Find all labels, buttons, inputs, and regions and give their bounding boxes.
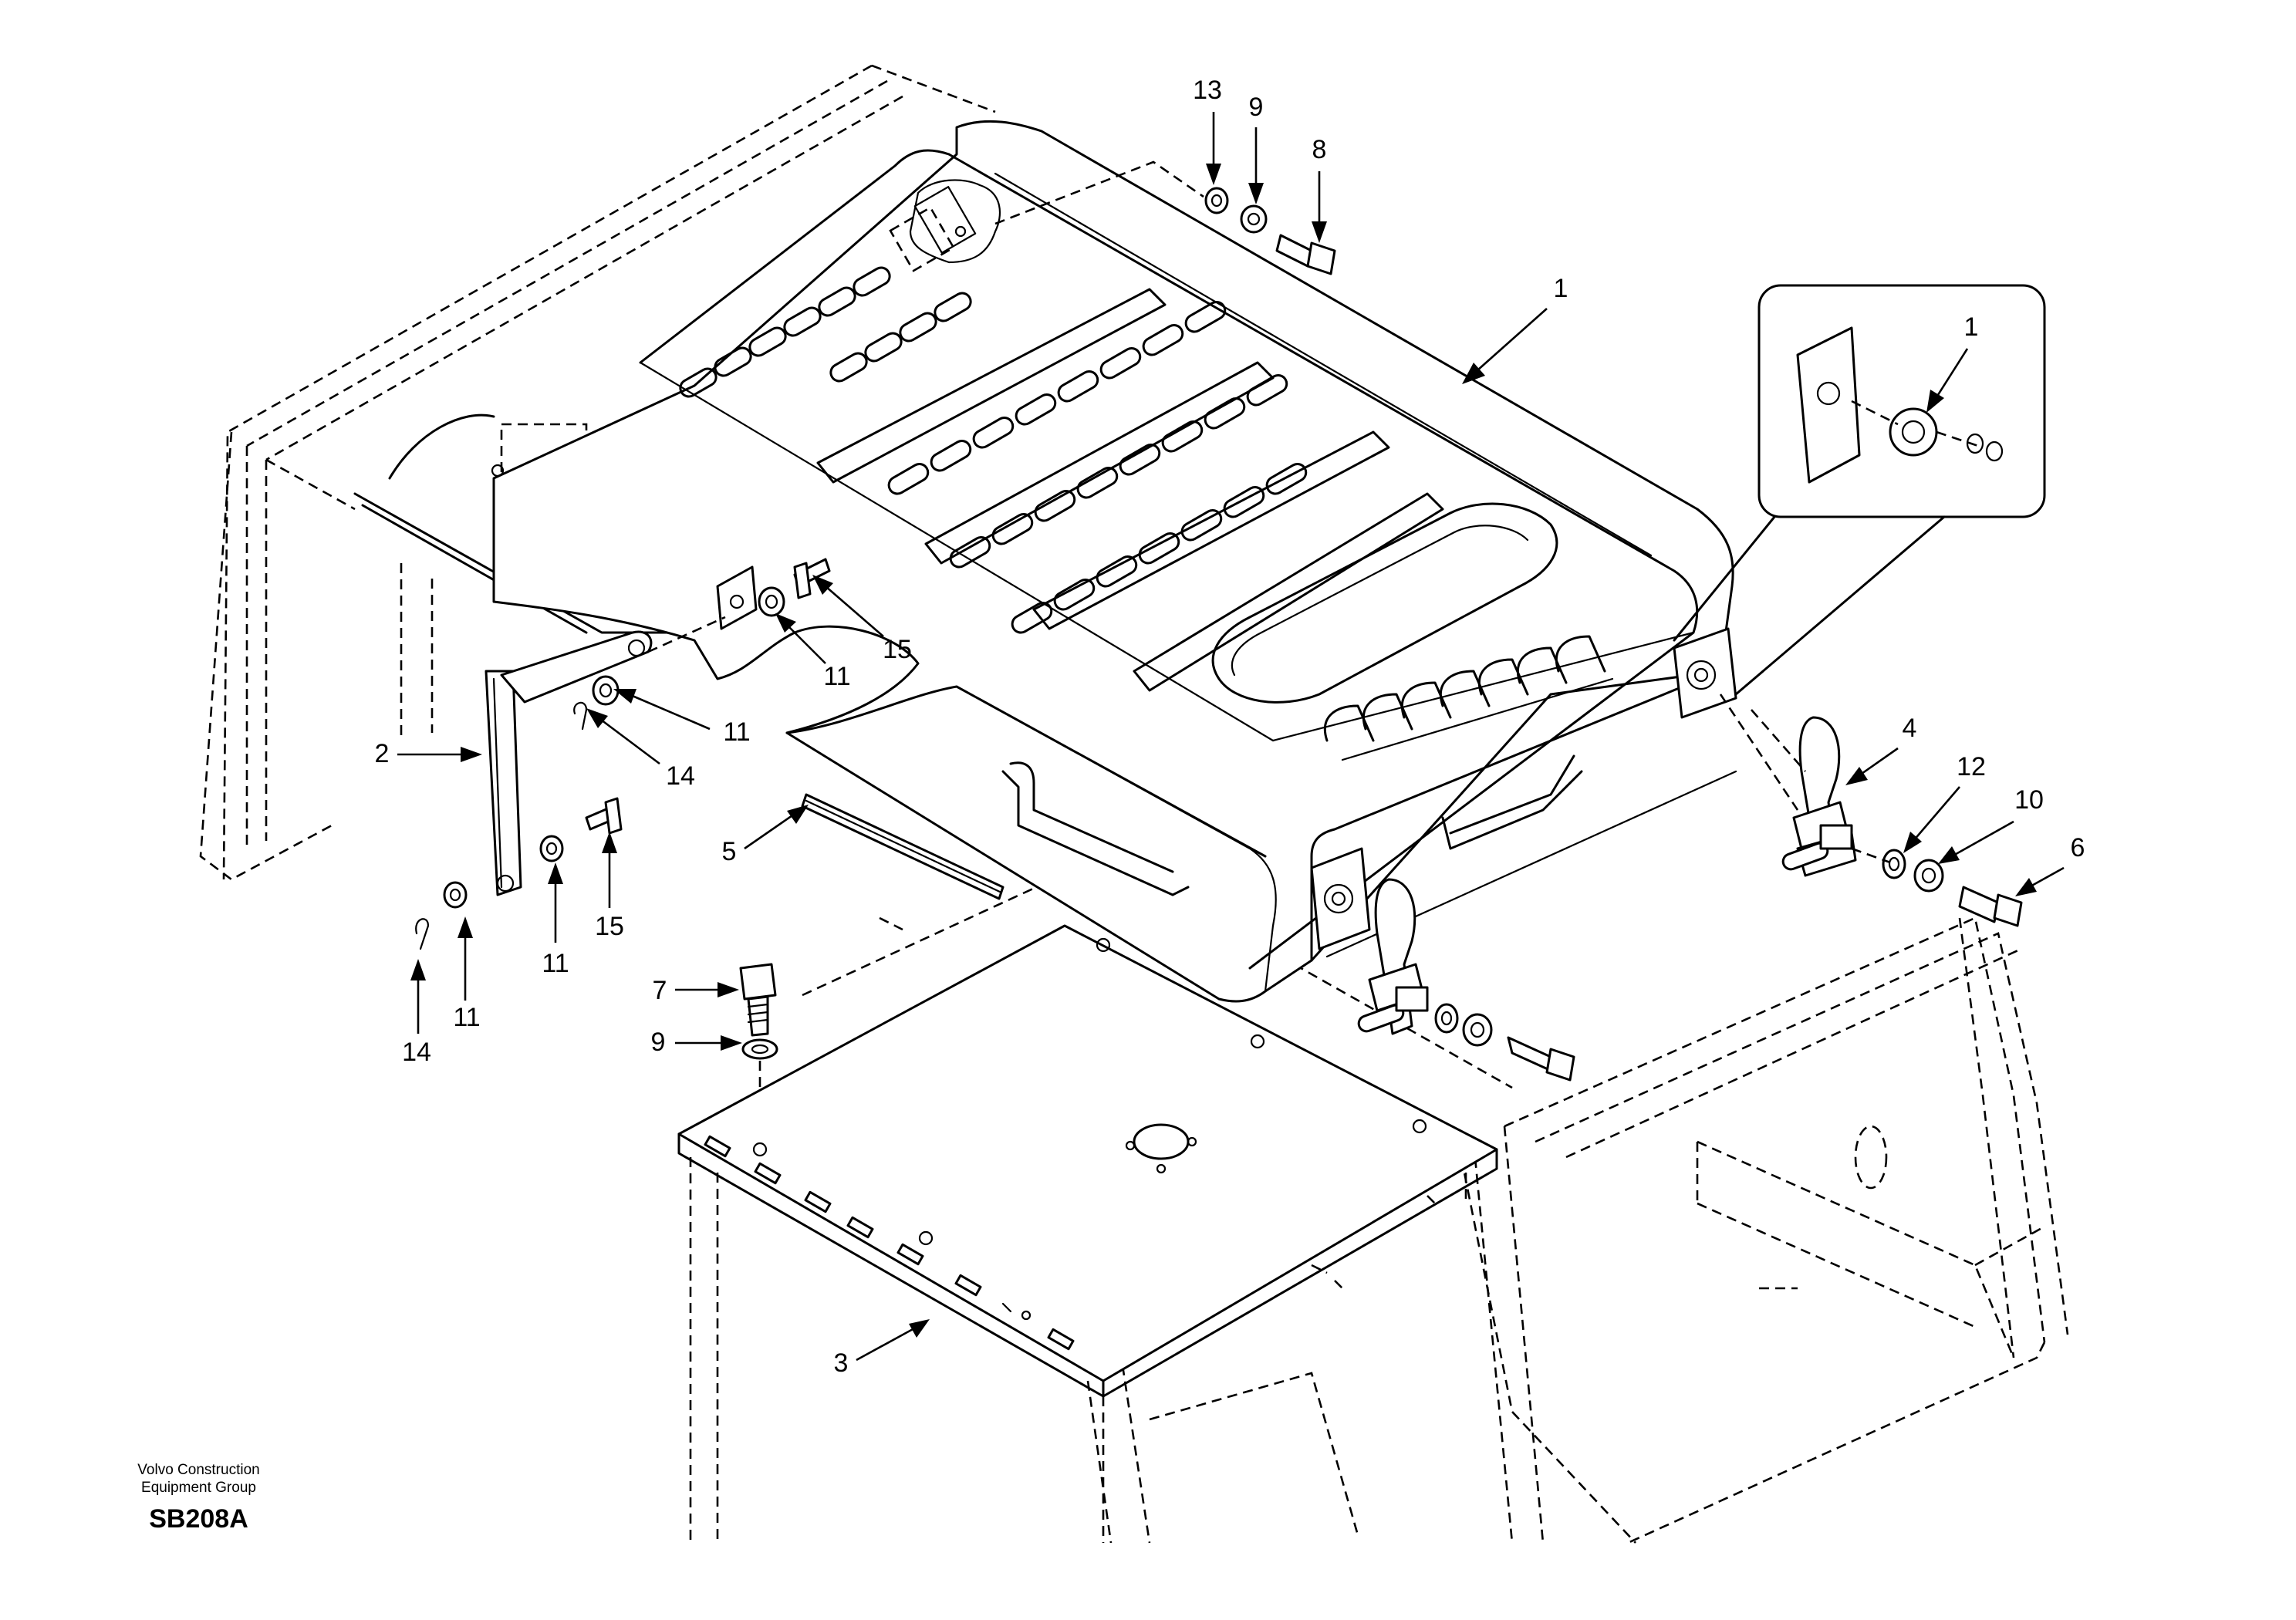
- right-hinge-fasteners: [1851, 847, 2023, 927]
- hood-stay: [485, 565, 758, 896]
- support-table: [677, 924, 1498, 1543]
- callout-label-11-bottom: 11: [453, 1003, 480, 1032]
- callout-label-4: 4: [1903, 714, 1917, 743]
- callouts: 13 9 8 1 1 2 11 15 11 14: [375, 76, 2085, 1378]
- top-fasteners: [994, 160, 1336, 275]
- callout-label-9-lower: 9: [651, 1028, 666, 1057]
- callout-label-8: 8: [1312, 135, 1327, 164]
- publisher-line-2: Equipment Group: [141, 1480, 256, 1496]
- callout-label-14-lower: 14: [402, 1038, 431, 1067]
- hinge-left: [1357, 878, 1575, 1082]
- publisher-credit: Volvo Construction Equipment Group: [104, 1461, 293, 1497]
- callout-label-1-hood: 1: [1554, 274, 1568, 303]
- callout-label-12: 12: [1957, 752, 1986, 781]
- callout-label-11-middle: 11: [723, 717, 750, 747]
- detail-inset: [1673, 284, 2046, 696]
- callout-label-10: 10: [2014, 785, 2044, 815]
- callout-label-14-upper: 14: [666, 761, 695, 791]
- callout-label-15-lower: 15: [595, 912, 624, 941]
- callout-label-5: 5: [722, 837, 737, 866]
- callout-label-7: 7: [653, 976, 667, 1005]
- callout-label-6: 6: [2071, 833, 2085, 862]
- callout-label-11-upper: 11: [823, 662, 850, 691]
- callout-label-15-upper: 15: [883, 635, 912, 664]
- publisher-line-1: Volvo Construction: [137, 1462, 260, 1478]
- center-bolt: [739, 963, 778, 1134]
- engine-hood: [492, 120, 1737, 1003]
- callout-label-13-top: 13: [1193, 76, 1222, 105]
- callout-label-3: 3: [834, 1348, 849, 1378]
- callout-label-1-detail: 1: [1964, 312, 1979, 342]
- drawing-number: SB208A: [149, 1504, 248, 1534]
- hinge-right: [1719, 694, 1857, 877]
- callout-label-2: 2: [375, 739, 390, 768]
- hood-vent-slots: [679, 266, 1614, 761]
- callout-label-9-top: 9: [1249, 93, 1264, 122]
- callout-label-11-lower: 11: [542, 949, 569, 978]
- seal-strip: [801, 793, 1004, 900]
